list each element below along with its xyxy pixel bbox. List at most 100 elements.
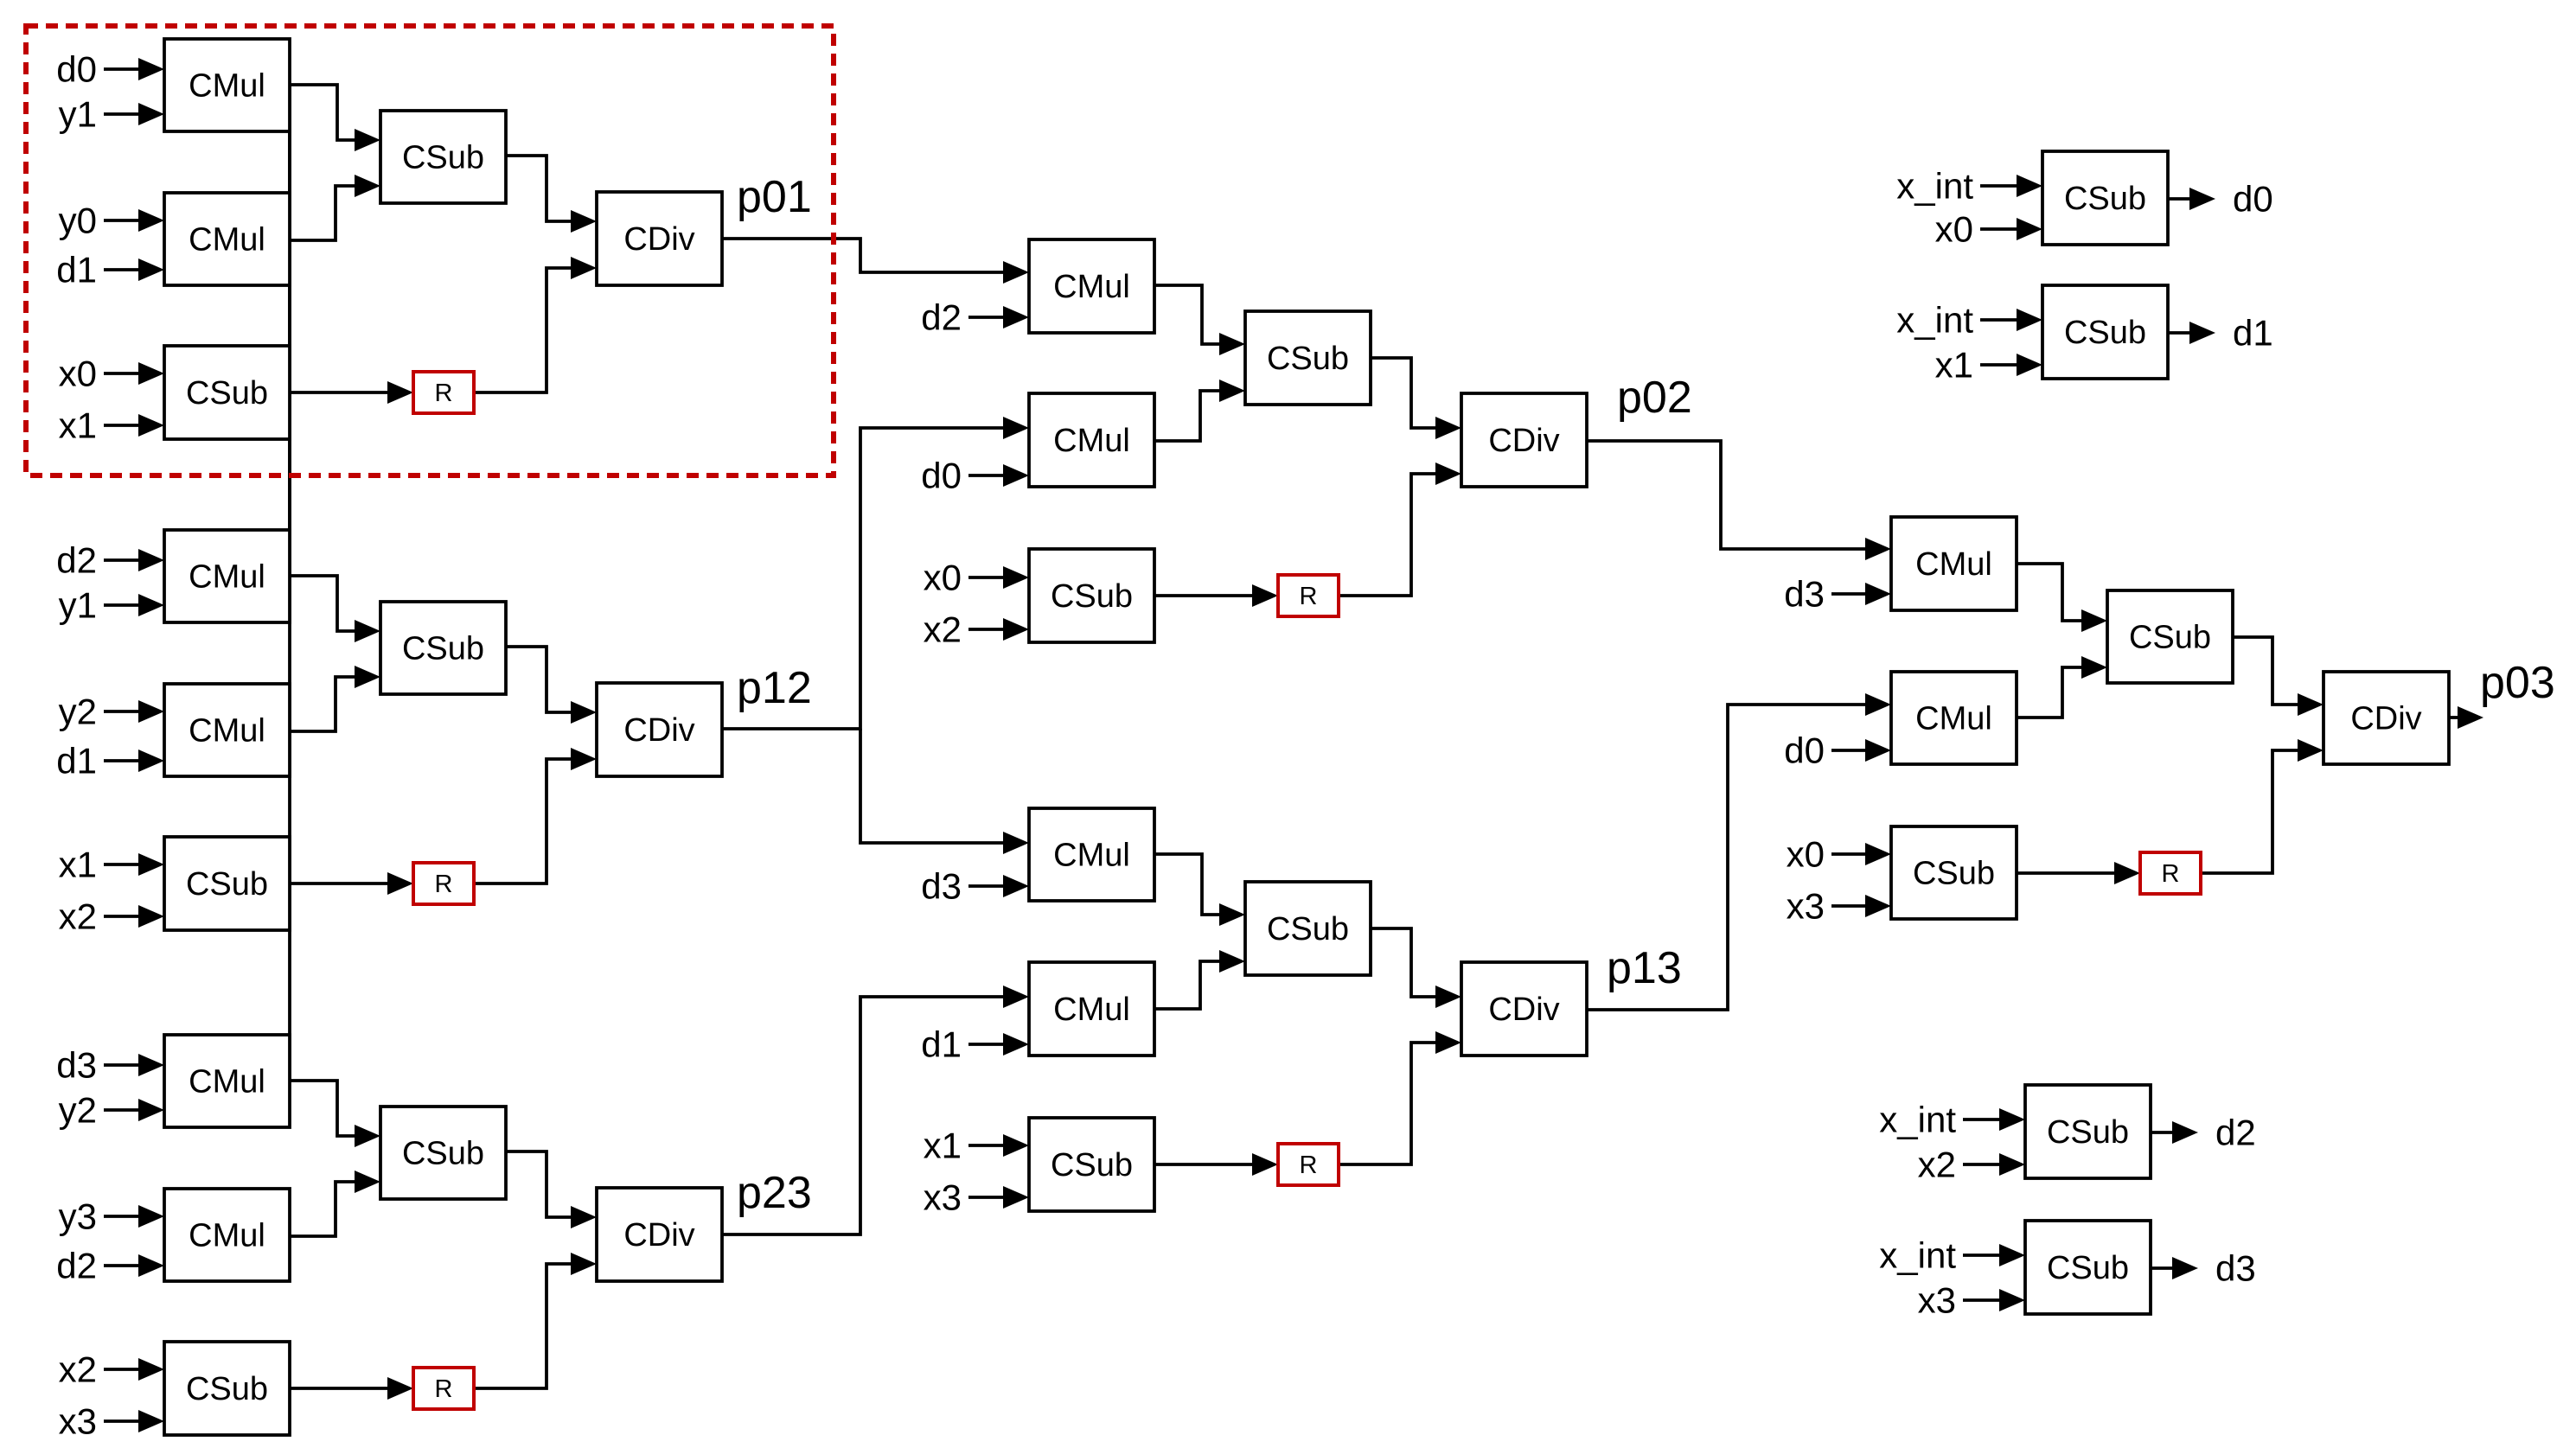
diff-j-csub-box (2023, 1219, 2152, 1316)
stage1-c-cmul-top-label: CMul (189, 1064, 265, 1100)
stage2-e-in3-label: x1 (924, 1126, 962, 1166)
stage1-b-csub-low: CSub (163, 835, 291, 932)
stage1-b-cmul-top-label: CMul (189, 559, 265, 596)
stage1-b-reg-label: R (435, 871, 453, 898)
stage2-e-csub-mid: CSub (1243, 880, 1372, 977)
stage3-in2-label: d0 (1784, 730, 1825, 771)
stage1-b-in2-arrow (138, 594, 164, 616)
stage1-c-cmul-top: CMul (163, 1033, 291, 1129)
diff-j-a-out (2172, 1257, 2198, 1279)
stage1-b-csub-low-box (163, 835, 291, 932)
stage1-c-out-label: p23 (737, 1168, 812, 1218)
stage1-c-reg-label: R (435, 1375, 453, 1403)
diff-h-csub-box (2041, 284, 2170, 380)
diff-h-csub: CSub (2041, 284, 2170, 380)
stage2-e-a-csub-reg (1252, 1153, 1278, 1176)
stage2-d-reg-label: R (1300, 583, 1318, 610)
stage3-cmul-bot-box (1889, 670, 2018, 766)
stage3-in2-arrow (1865, 739, 1891, 762)
stage1-b-in1-label: d2 (56, 540, 97, 581)
stage1-a-in2-arrow (138, 103, 164, 125)
stage1-a-a-cmul2-csub (355, 175, 380, 197)
stage1-a-in6-arrow (138, 414, 164, 437)
diff-g-a-out (2189, 188, 2215, 210)
stage1-b-cmul-bot-box (163, 682, 291, 778)
w-p13-out (1587, 703, 1872, 1011)
stage2-d-cmul-top-box (1027, 238, 1156, 335)
stage2-e-cmul-bot: CMul (1027, 960, 1156, 1057)
stage1-c-cdiv: CDiv (595, 1186, 724, 1283)
stage1-b-in3-label: y2 (59, 692, 97, 732)
stage1-b-in6-arrow (138, 905, 164, 928)
stage2-e-w-reg-cdiv (1339, 1041, 1442, 1166)
stage3-cdiv: CDiv (2322, 670, 2451, 766)
stage1-c-in5-label: x2 (59, 1349, 97, 1390)
stage1-b-w-cmul1-csub (290, 574, 361, 633)
stage1-c-in5-arrow (138, 1358, 164, 1381)
stage1-b-a-csub-reg (387, 872, 413, 895)
stage1-b-w-reg-cdiv (474, 757, 578, 885)
stage1-a-a-cmul1-csub (355, 129, 380, 151)
stage3-csub-mid-label: CSub (2129, 620, 2211, 656)
stage2-e-in4-arrow (1003, 1186, 1029, 1209)
stage1-c-reg-box (412, 1366, 476, 1411)
stage1-b-w-csub-cdiv (506, 645, 578, 714)
stage3-csub-mid-box (2106, 589, 2234, 685)
diff-h-in2-arrow (2017, 354, 2042, 376)
stage1-c-csub-mid: CSub (379, 1105, 508, 1201)
stage3-in4-label: x3 (1787, 886, 1825, 927)
stage1-a-csub-mid: CSub (379, 109, 508, 205)
stage1-c-a-cmul1-csub (355, 1125, 380, 1147)
stage1-c-cdiv-box (595, 1186, 724, 1283)
diff-h-in1-label: x_int (1896, 300, 1973, 341)
stage2-d-cmul-top-label: CMul (1053, 269, 1130, 305)
stage2-d-a-csub-cdiv (1435, 417, 1461, 439)
stage1-b-in4-arrow (138, 750, 164, 772)
stage3-cdiv-label: CDiv (2350, 701, 2421, 737)
w-p23-out (722, 995, 1010, 1236)
w-p02-out (1587, 439, 1872, 551)
stage1-a-w-csub-cdiv (506, 154, 578, 223)
stage1-c-cmul-bot-label: CMul (189, 1218, 265, 1254)
stage2-d-w-csub-cdiv (1371, 356, 1442, 430)
a-p12-stage2-bot (1003, 832, 1029, 854)
w-p12-branch (859, 729, 1010, 845)
stage1-b-reg: R (412, 861, 476, 906)
stage1-c-cmul-top-box (163, 1033, 291, 1129)
stage1-b-reg-box (412, 861, 476, 906)
stage2-e-out-label: p13 (1607, 943, 1682, 993)
stage1-a-a-csub-reg (387, 381, 413, 404)
stage1-b-csub-mid-box (379, 600, 508, 696)
stage2-e-cmul-top-box (1027, 807, 1156, 903)
stage1-b-cdiv-label: CDiv (623, 712, 694, 749)
stage1-a-in3-label: y0 (59, 201, 97, 241)
stage1-a-csub-low-label: CSub (186, 375, 268, 411)
stage2-e-a-csub-cdiv (1435, 986, 1461, 1008)
stage3-w-csub-cdiv (2233, 635, 2304, 706)
stage3-in3-label: x0 (1787, 834, 1825, 875)
stage1-a-reg-box (412, 370, 476, 415)
diff-i-csub-label: CSub (2047, 1114, 2129, 1151)
stage1-c-csub-mid-label: CSub (402, 1136, 484, 1172)
stage1-a-in5-arrow (138, 362, 164, 385)
stage3-cmul-top-box (1889, 515, 2018, 612)
diff-j-csub-label: CSub (2047, 1250, 2129, 1286)
stage2-e-in1-label: d3 (921, 866, 962, 907)
stage3-w-reg-cdiv (2201, 749, 2304, 875)
p01-group-outline (23, 23, 836, 478)
stage2-e-w-csub-cdiv (1371, 927, 1442, 998)
stage1-b-in1-arrow (138, 549, 164, 571)
diff-i-in1-label: x_int (1879, 1100, 1956, 1140)
stage3-in1-arrow (1865, 583, 1891, 605)
stage2-d-cmul-bot-label: CMul (1053, 423, 1130, 459)
stage2-d-in2-label: d0 (921, 456, 962, 496)
stage2-d-in1-arrow (1003, 306, 1029, 329)
stage2-e-csub-low-box (1027, 1116, 1156, 1213)
diff-g-in1-label: x_int (1896, 166, 1973, 207)
stage2-d-reg: R (1276, 573, 1340, 618)
wire-layer (104, 67, 2463, 1423)
stage1-c-in1-arrow (138, 1054, 164, 1076)
stage3-in3-arrow (1865, 843, 1891, 865)
stage1-b-cmul-bot: CMul (163, 682, 291, 778)
stage2-d-a-reg-cdiv (1435, 462, 1461, 485)
